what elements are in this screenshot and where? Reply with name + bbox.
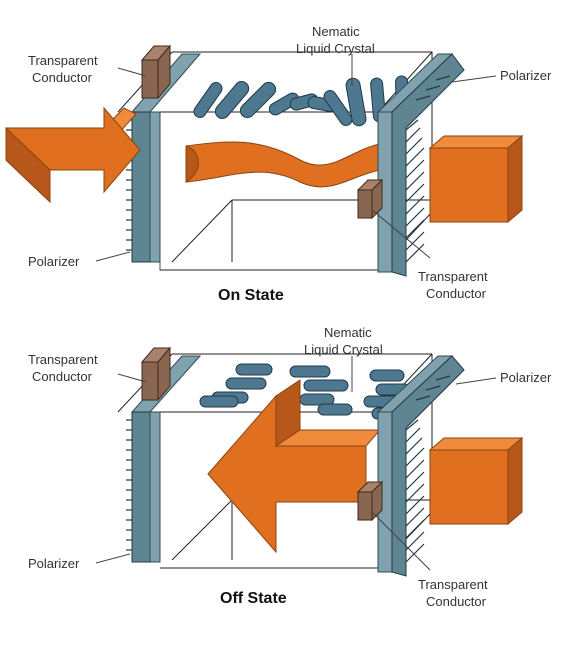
label-conductor-top-line2: Conductor — [32, 369, 93, 384]
top-conductor — [140, 44, 172, 100]
label-conductor-top-line1: Transparent — [28, 352, 98, 367]
right-polarizer — [376, 53, 465, 277]
label-conductor-bottom-line2: Conductor — [426, 594, 487, 609]
on-state-title: On State — [218, 287, 284, 304]
label-conductor-bottom-line1: Transparent — [418, 269, 488, 284]
liquid-crystal-rods — [199, 363, 411, 420]
label-polarizer-left: Polarizer — [28, 254, 80, 269]
label-polarizer-right: Polarizer — [500, 370, 552, 385]
incoming-light-arrow — [5, 106, 141, 204]
label-conductor-top-line1: Transparent — [28, 53, 98, 68]
label-conductor-top-line2: Conductor — [32, 70, 93, 85]
right-polarizer — [376, 355, 465, 577]
label-polarizer-right: Polarizer — [500, 68, 552, 83]
label-crystal-line1: Nematic — [312, 24, 360, 39]
bottom-conductor — [356, 178, 384, 220]
label-conductor-bottom-line2: Conductor — [426, 286, 487, 301]
outgoing-light-block — [428, 436, 524, 526]
label-crystal-line2: Liquid Crystal — [296, 41, 375, 56]
label-crystal-line1: Nematic — [324, 325, 372, 340]
blocked-light-arrow — [207, 379, 382, 554]
off-state-panel: Transparent Conductor Nematic Liquid Cry… — [28, 325, 552, 609]
label-crystal-line2: Liquid Crystal — [304, 342, 383, 357]
outgoing-light-block — [428, 134, 524, 224]
label-conductor-bottom-line1: Transparent — [418, 577, 488, 592]
label-polarizer-left: Polarizer — [28, 556, 80, 571]
bottom-conductor — [356, 480, 384, 522]
liquid-crystal-rods — [193, 75, 409, 127]
on-state-panel: Transparent Conductor Nematic Liquid Cry… — [5, 24, 552, 304]
off-state-title: Off State — [220, 590, 287, 607]
